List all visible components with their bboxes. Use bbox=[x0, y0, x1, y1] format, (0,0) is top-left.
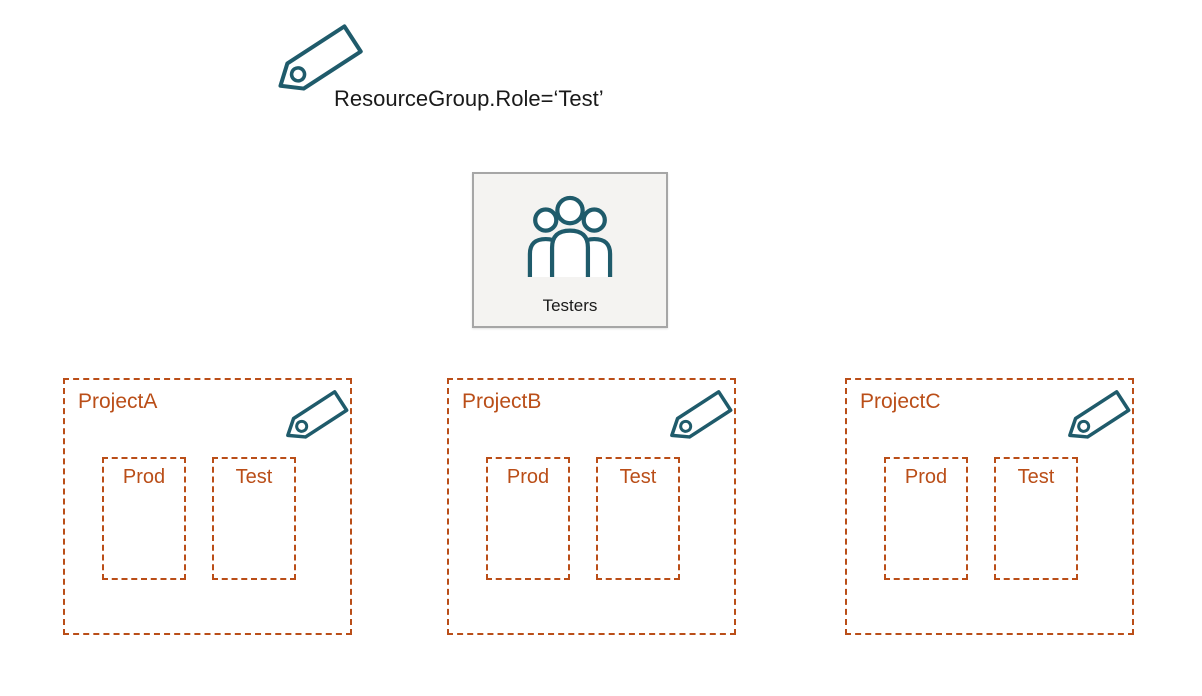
env-label-prod: Prod bbox=[506, 466, 550, 488]
project-c-prod-box: Prod bbox=[884, 457, 968, 580]
tag-icon bbox=[1068, 390, 1131, 439]
env-label-test: Test bbox=[619, 466, 657, 488]
project-c-box: ProjectC Prod Test bbox=[845, 378, 1134, 635]
project-a-prod-box: Prod bbox=[102, 457, 186, 580]
testers-group-box: Testers bbox=[472, 172, 668, 328]
project-b-prod-box: Prod bbox=[486, 457, 570, 580]
project-c-test-box: Test bbox=[994, 457, 1078, 580]
testers-label: Testers bbox=[542, 296, 598, 315]
project-c-name: ProjectC bbox=[860, 390, 941, 413]
project-a-test-box: Test bbox=[212, 457, 296, 580]
env-label-test: Test bbox=[1017, 466, 1055, 488]
env-label-prod: Prod bbox=[122, 466, 166, 488]
project-a-box: ProjectA Prod Test bbox=[63, 378, 352, 635]
resource-group-tag-label: ResourceGroup.Role=‘Test’ bbox=[334, 86, 604, 111]
env-label-test: Test bbox=[235, 466, 273, 488]
env-label-prod: Prod bbox=[904, 466, 948, 488]
project-b-box: ProjectB Prod Test bbox=[447, 378, 736, 635]
users-group-icon bbox=[527, 195, 613, 278]
project-b-name: ProjectB bbox=[462, 390, 542, 413]
tag-icon bbox=[278, 24, 363, 91]
tag-icon bbox=[670, 390, 733, 439]
resource-group-tag-annotation: ResourceGroup.Role=‘Test’ bbox=[262, 10, 682, 120]
project-a-name: ProjectA bbox=[78, 390, 158, 413]
project-b-test-box: Test bbox=[596, 457, 680, 580]
tag-icon bbox=[286, 390, 349, 439]
